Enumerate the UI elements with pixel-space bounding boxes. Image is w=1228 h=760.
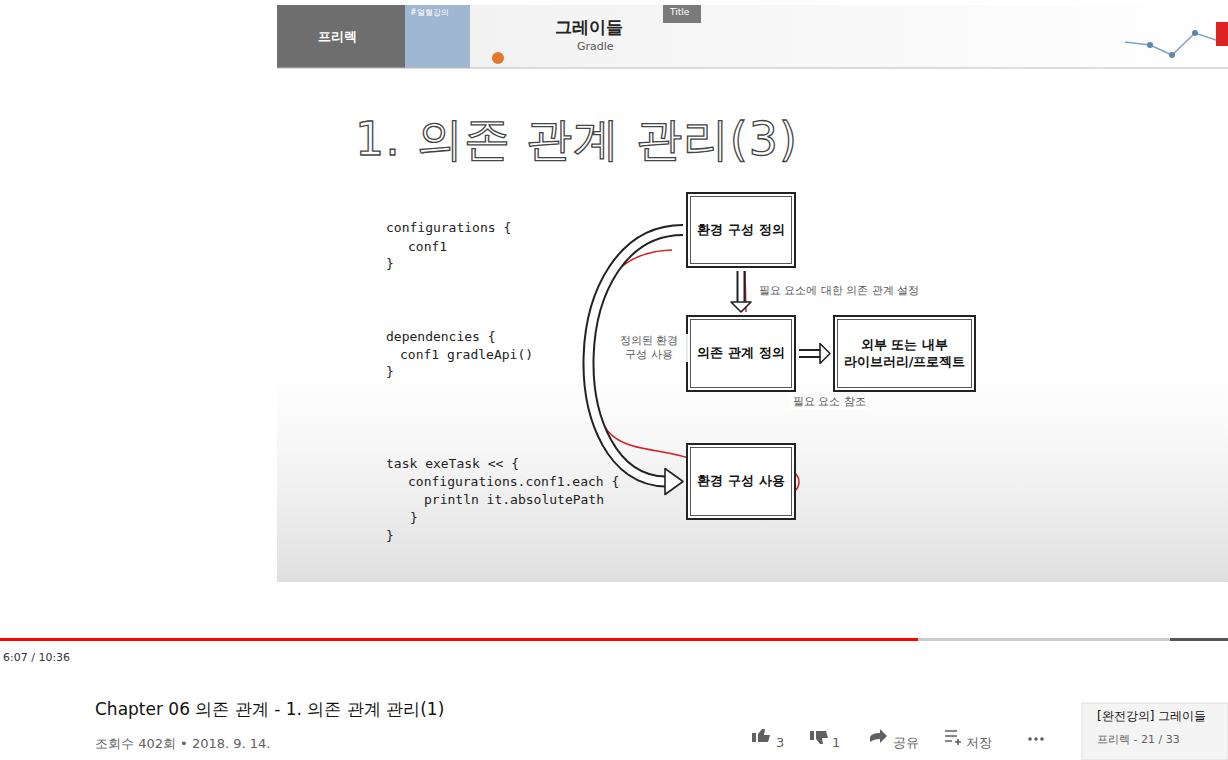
corner-dot xyxy=(1192,30,1198,36)
edge-label: 필요 요소 참조 xyxy=(791,395,868,409)
code-line: configurations.conf1.each { xyxy=(408,474,619,490)
connector-arrow xyxy=(731,271,751,312)
slide-fade xyxy=(277,370,1228,582)
corner-logo xyxy=(1216,22,1228,46)
share-icon xyxy=(870,729,887,743)
progress-buffered xyxy=(918,638,1170,641)
code-line: } xyxy=(386,528,394,544)
code-line: task exeTask << { xyxy=(386,456,519,472)
save-icon xyxy=(945,731,961,745)
arrow-outline xyxy=(799,349,821,358)
arrow-head xyxy=(665,469,683,495)
header-tag: #열혈강의 xyxy=(410,8,449,18)
arrow-head xyxy=(731,302,751,312)
code-line: println it.absolutePath xyxy=(424,492,604,508)
code-line: conf1 gradleApi() xyxy=(400,347,533,363)
playlist-title: [완전강의] 그레이들 xyxy=(1097,709,1206,723)
header-figure xyxy=(492,52,504,64)
save-button: 저장 xyxy=(966,735,992,751)
header-blue xyxy=(405,5,470,68)
box-text: 환경 구성 사용 xyxy=(697,473,784,490)
arrow-outline xyxy=(737,271,746,303)
process-box: 환경 구성 사용 xyxy=(686,443,796,520)
video-meta: 조회수 402회 • 2018. 9. 14. xyxy=(95,736,270,752)
like-icon xyxy=(752,729,770,742)
more-icon xyxy=(1028,737,1032,741)
like-count: 3 xyxy=(776,735,784,751)
title-tag: Title xyxy=(670,7,689,18)
video-title: Chapter 06 의존 관계 - 1. 의존 관계 관리(1) xyxy=(95,699,444,719)
box-text: 환경 구성 정의 xyxy=(697,222,784,239)
dislike-icon xyxy=(810,731,828,744)
progress-rest xyxy=(1170,638,1228,641)
slide-subheader: Gradle xyxy=(577,40,614,53)
code-line: conf1 xyxy=(408,239,447,255)
header-light xyxy=(470,5,1228,68)
process-box: 외부 또는 내부 라이브러리/프로젝트 xyxy=(833,315,976,392)
share-button: 공유 xyxy=(893,735,919,751)
video-time: 6:07 / 10:36 xyxy=(3,651,70,664)
playlist-position: 프리렉 - 21 / 33 xyxy=(1097,733,1180,746)
code-line: } xyxy=(386,364,394,380)
corner-graphic xyxy=(1125,33,1222,55)
header-dark xyxy=(277,5,405,68)
code-line: } xyxy=(410,510,418,526)
slide-header: 그레이들 xyxy=(555,17,623,37)
dislike-count: 1 xyxy=(832,735,840,751)
process-box: 의존 관계 정의 xyxy=(686,315,796,392)
more-icon xyxy=(1040,737,1044,741)
more-icon xyxy=(1034,737,1038,741)
arrow-head xyxy=(820,344,830,364)
code-line: configurations { xyxy=(386,220,511,236)
code-line: } xyxy=(386,256,394,272)
corner-dot xyxy=(1169,52,1175,58)
arrow-body xyxy=(739,271,744,303)
edge-label: 정의된 환경 구성 사용 xyxy=(610,334,688,363)
title-tag xyxy=(663,5,701,23)
box-text: 의존 관계 정의 xyxy=(697,345,784,362)
brand-name: 프리렉 xyxy=(318,29,357,45)
arrow-body xyxy=(799,351,821,356)
connector-arrow xyxy=(799,344,830,364)
edge-label: 필요 요소에 대한 의존 관계 설정 xyxy=(757,284,921,298)
header-rule xyxy=(277,68,1228,69)
code-line: dependencies { xyxy=(386,329,496,345)
corner-dot xyxy=(1147,42,1153,48)
playlist-panel xyxy=(1082,703,1228,760)
process-box: 환경 구성 정의 xyxy=(686,192,796,268)
slide-title: 1. 의존 관계 관리(3) xyxy=(355,112,798,167)
progress-played xyxy=(0,638,918,641)
slide-ground xyxy=(277,0,1228,582)
box-text: 외부 또는 내부 라이브러리/프로젝트 xyxy=(843,337,966,371)
